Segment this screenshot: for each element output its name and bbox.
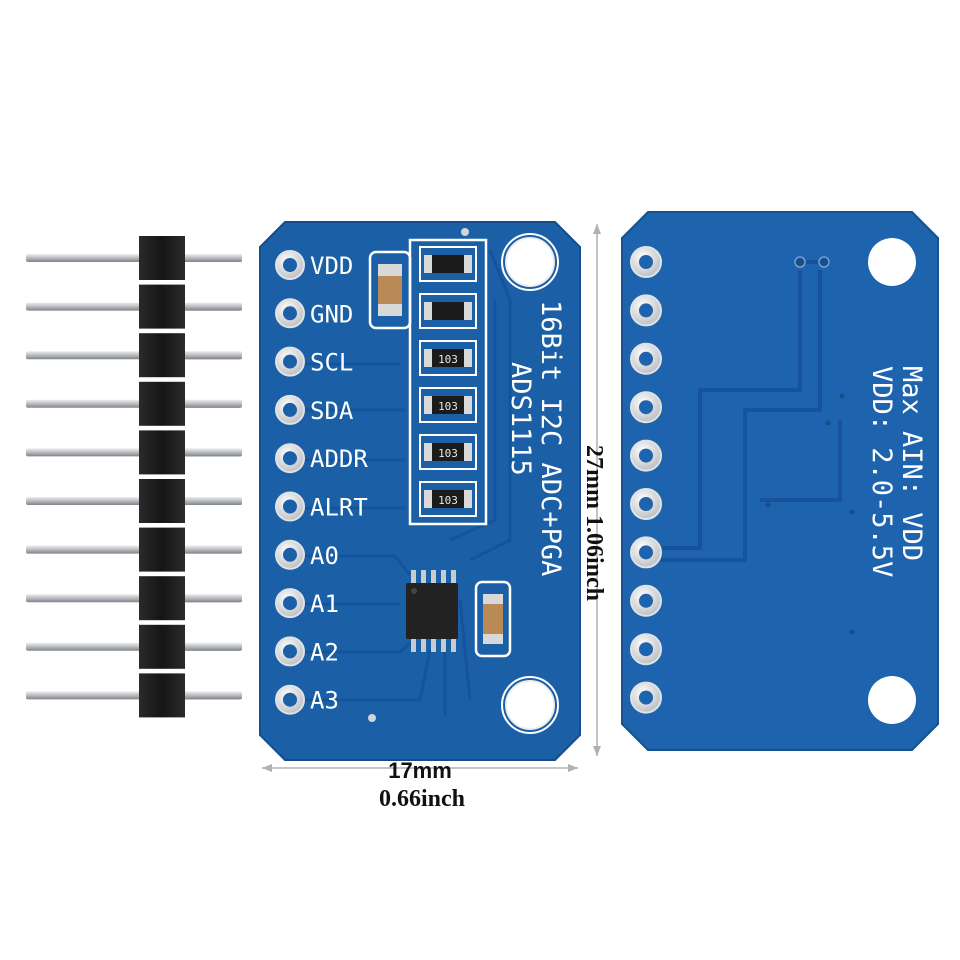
- mounting-hole: [868, 676, 916, 724]
- resistor: [428, 443, 468, 461]
- mounting-hole: [505, 680, 555, 730]
- header-plastic-block: [139, 284, 185, 329]
- pin-label: A1: [310, 590, 339, 618]
- resistor: [428, 302, 468, 320]
- pin-label: VDD: [310, 252, 353, 280]
- width-mm-label: 17mm: [388, 758, 452, 783]
- height-label: 27mm 1.06inch: [581, 445, 607, 601]
- mounting-hole: [868, 238, 916, 286]
- front-pin-pads: [275, 250, 305, 715]
- header-plastic-block: [139, 479, 185, 523]
- pin-label: ALRT: [310, 494, 368, 522]
- width-inch-label: 0.66inch: [379, 786, 465, 812]
- pin-label: A2: [310, 638, 339, 666]
- pin-label: SCL: [310, 349, 353, 377]
- header-plastic-block: [139, 333, 185, 378]
- resistor: [428, 396, 468, 414]
- back-pcb-outline: [621, 211, 939, 751]
- ads1115-chip: [406, 570, 458, 652]
- pin-label: ADDR: [310, 445, 368, 473]
- resistor-code: 103: [438, 494, 458, 507]
- resistor-column: 103 103 103 103: [419, 246, 477, 517]
- pin-label: SDA: [310, 397, 354, 425]
- resistor-code: 103: [438, 447, 458, 460]
- pin-header: [26, 236, 242, 718]
- header-plastic-block: [139, 381, 185, 426]
- resistor-code: 103: [438, 400, 458, 413]
- pin-label: GND: [310, 300, 353, 328]
- back-text-max-ain: Max AIN: VDD: [896, 366, 927, 561]
- header-plastic-block: [139, 576, 185, 621]
- resistor: [428, 255, 468, 273]
- pin-label: A3: [310, 687, 339, 715]
- board-model: ADS1115: [505, 362, 536, 476]
- capacitor: [378, 264, 402, 316]
- header-plastic-block: [139, 673, 185, 718]
- header-plastic-block: [139, 430, 185, 475]
- capacitor: [483, 594, 503, 644]
- back-text-vdd-range: VDD: 2.0-5.5V: [866, 366, 897, 577]
- resistor: [428, 490, 468, 508]
- resistor: [428, 349, 468, 367]
- header-plastic-block: [139, 236, 185, 280]
- height-dimension: 27mm 1.06inch: [581, 224, 607, 756]
- board-title: 16Bit I2C ADC+PGA: [535, 300, 566, 576]
- resistor-code: 103: [438, 353, 458, 366]
- header-plastic-block: [139, 527, 185, 572]
- back-pin-pads: [630, 246, 662, 714]
- pin-label: A0: [310, 542, 339, 570]
- width-dimension: 17mm 0.66inch: [262, 758, 578, 812]
- mounting-hole: [505, 237, 555, 287]
- header-plastic-block: [139, 624, 185, 669]
- back-pcb: Max AIN: VDD VDD: 2.0-5.5V: [621, 211, 939, 751]
